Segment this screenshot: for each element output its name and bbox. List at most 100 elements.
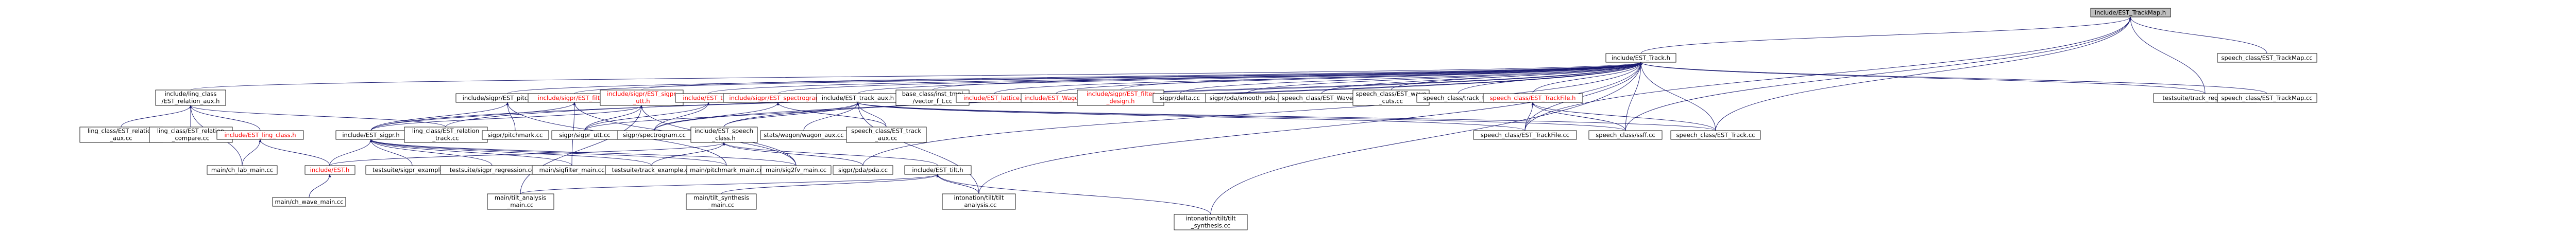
graph-node[interactable]: speech_class/track_t.cc xyxy=(1416,93,1500,103)
graph-node[interactable]: speech_class/EST_track_aux.cc xyxy=(846,127,927,143)
dependency-edge xyxy=(936,174,1211,215)
dependency-edge xyxy=(1639,62,2267,94)
node-box xyxy=(690,127,758,143)
node-label: _aux.cc xyxy=(874,135,897,142)
graph-node[interactable]: speech_class/EST_Wave.cc xyxy=(1278,93,1365,103)
graph-node[interactable]: ling_class/EST_relation_track.cc xyxy=(404,127,488,143)
node-box xyxy=(1588,130,1663,140)
graph-node[interactable]: main/ch_wave_main.cc xyxy=(272,197,346,207)
node-box xyxy=(846,127,927,143)
graph-node[interactable]: include/EST_Wagon.h xyxy=(1021,93,1092,103)
dependency-edge xyxy=(856,102,1716,131)
graph-node[interactable]: include/EST.h xyxy=(304,165,355,175)
node-label: sigpr/spectrogram.cc xyxy=(623,132,686,139)
dependency-edge xyxy=(777,62,1642,94)
dependency-edge xyxy=(369,139,727,166)
graph-node[interactable]: include/sigpr/EST_spectrogram.h xyxy=(723,93,833,103)
graph-node[interactable]: main/tilt_analysis_main.cc xyxy=(487,193,554,210)
graph-node[interactable]: include/sigpr/EST_sigpr_utt.h xyxy=(600,89,684,106)
dependency-edge xyxy=(1625,16,2132,131)
node-label: include/EST_TrackMap.h xyxy=(2095,9,2166,16)
node-label: main/pitchmark_main.cc xyxy=(690,167,763,174)
dependency-edge xyxy=(1532,62,1642,94)
node-label: include/EST_track_aux.h xyxy=(822,95,894,102)
graph-node[interactable]: include/EST_ling_class.h xyxy=(216,130,304,140)
graph-node[interactable]: sigpr/pitchmark.cc xyxy=(482,130,549,140)
graph-node[interactable]: sigpr/sigpr_utt.cc xyxy=(551,130,619,140)
graph-node[interactable]: main/sigfilter_main.cc xyxy=(532,165,613,175)
graph-node[interactable]: speech_class/EST_TrackFile.cc xyxy=(1473,130,1577,140)
graph-node[interactable]: include/sigpr/EST_filter.h xyxy=(528,93,621,103)
dependency-edge xyxy=(1715,16,2132,131)
node-label: main/tilt_analysis xyxy=(495,194,546,202)
dependency-edge xyxy=(857,62,1642,94)
dependency-edge xyxy=(1531,102,1626,131)
node-label: testsuite/sigpr_regression.cc xyxy=(450,167,535,174)
node-label: _main.cc xyxy=(708,202,735,209)
graph-node[interactable]: main/ch_lab_main.cc xyxy=(207,165,278,175)
graph-node[interactable]: include/EST_Track.h xyxy=(1605,53,1676,63)
graph-node[interactable]: main/sig2fv_main.cc xyxy=(760,165,832,175)
graph-node[interactable]: sigpr/spectrogram.cc xyxy=(617,130,691,140)
dependency-edge xyxy=(190,62,1642,91)
dependency-edge xyxy=(803,102,859,131)
node-label: speech_class/EST_TrackMap.cc xyxy=(2221,95,2312,102)
node-label: _cuts.cc xyxy=(1379,98,1403,105)
dependency-edge xyxy=(2129,16,2267,54)
graph-node[interactable]: intonation/tilt/tilt_synthesis.cc xyxy=(1174,214,1248,230)
dependency-edge xyxy=(723,102,859,128)
dependency-edge xyxy=(329,139,372,166)
graph-node[interactable]: include/EST_tilt.h xyxy=(904,165,972,175)
dependency-edge xyxy=(856,102,1626,131)
node-label: sigpr/pitchmark.cc xyxy=(488,132,543,139)
graph-node[interactable]: main/tilt_synthesis_main.cc xyxy=(686,193,757,210)
node-box xyxy=(404,127,488,143)
node-label: intonation/tilt/tilt xyxy=(1186,215,1236,222)
dependency-edge xyxy=(1625,62,1642,131)
graph-node[interactable]: include/EST_track_aux.h xyxy=(816,93,900,103)
node-label: main/sigfilter_main.cc xyxy=(539,167,605,174)
graph-node[interactable]: intonation/tilt/tilt_analysis.cc xyxy=(942,193,1016,210)
graph-node[interactable]: testsuite/sigpr_regression.cc xyxy=(440,165,544,175)
graph-node[interactable]: testsuite/track_example.cc xyxy=(605,165,699,175)
graph-node[interactable]: speech_class/ssff.cc xyxy=(1588,130,1663,140)
dependency-edge xyxy=(1639,62,1716,131)
dependency-edge xyxy=(1056,62,1642,94)
dependency-edge xyxy=(369,139,493,166)
graph-node[interactable]: base_class/inst_tmpl/vector_f_t.cc xyxy=(895,89,970,106)
node-box xyxy=(272,197,346,207)
node-layer: include/EST_TrackMap.h include/EST_Track.… xyxy=(79,8,2317,230)
node-label: main/ch_lab_main.cc xyxy=(211,167,273,174)
node-label: include/EST_tilt.h xyxy=(912,167,963,174)
dependency-edge xyxy=(1524,102,1534,131)
node-box xyxy=(1352,89,1430,106)
graph-node[interactable]: main/pitchmark_main.cc xyxy=(686,165,767,175)
node-box xyxy=(487,193,554,210)
graph-node[interactable]: testsuite/sigpr_example.cc xyxy=(365,165,459,175)
graph-node[interactable]: speech_class/EST_TrackMap.cc xyxy=(2217,53,2317,63)
graph-node[interactable]: speech_class/EST_TrackMap.cc xyxy=(2217,93,2317,103)
graph-node[interactable]: speech_class/EST_Track.cc xyxy=(1670,130,1761,140)
graph-node[interactable]: sigpr/pda/pda.cc xyxy=(833,165,893,175)
node-label: speech_class/EST_TrackMap.cc xyxy=(2221,55,2312,62)
node-label: base_class/inst_tmpl xyxy=(902,91,963,98)
graph-node[interactable]: speech_class/EST_TrackFile.h xyxy=(1483,93,1583,103)
graph-node[interactable]: speech_class/EST_wave_cuts.cc xyxy=(1352,89,1430,106)
graph-node[interactable]: include/EST_sigpr.h xyxy=(335,130,406,140)
node-label: main/ch_wave_main.cc xyxy=(275,199,343,206)
node-box xyxy=(1473,130,1577,140)
graph-node[interactable]: include/ling_class/EST_relation_aux.h xyxy=(155,89,226,106)
graph-node[interactable]: include/EST_speech_class.h xyxy=(690,127,758,143)
graph-node[interactable]: sigpr/delta.cc xyxy=(1153,93,1207,103)
node-label: /EST_relation_aux.h xyxy=(162,98,220,105)
graph-node[interactable]: stats/wagon/wagon_aux.cc xyxy=(760,130,848,140)
graph-node[interactable]: ling_class/EST_relation_aux.cc xyxy=(79,127,163,143)
node-label: include/ling_class xyxy=(165,91,217,98)
dependency-edge xyxy=(641,62,1642,91)
node-label: stats/wagon/wagon_aux.cc xyxy=(764,132,843,139)
graph-node[interactable]: include/sigpr/EST_filter_design.h xyxy=(1077,89,1164,106)
graph-node[interactable]: sigpr/pda/smooth_pda.cc xyxy=(1205,93,1289,103)
dependency-edge xyxy=(369,139,652,166)
node-label: ling_class/EST_relation xyxy=(88,128,155,135)
dependency-edge xyxy=(1524,62,1642,131)
